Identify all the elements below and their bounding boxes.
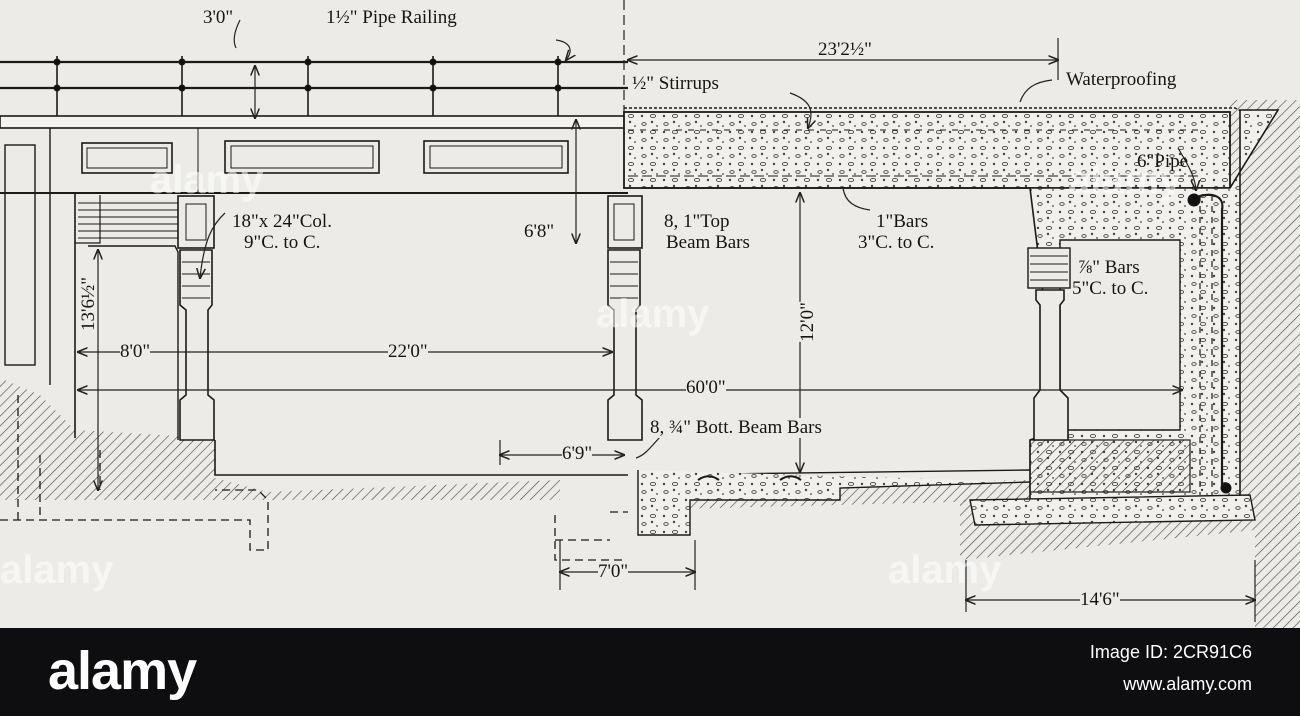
section-interior	[637, 187, 1071, 536]
slab-bars-label: 1"Bars	[876, 211, 929, 232]
wall-bars-label: ⅞" Bars	[1078, 257, 1140, 278]
dimension-60ft-label: 60'0"	[686, 377, 726, 398]
website-link[interactable]: www.alamy.com	[1123, 674, 1252, 694]
abutment-wall-section	[969, 109, 1280, 526]
watermark: alamy	[0, 548, 114, 592]
engineering-diagram	[0, 0, 1300, 628]
stirrups-label: ½" Stirrups	[632, 73, 719, 94]
span-dimension-label: 23'2½"	[818, 39, 872, 60]
dimension-lines	[78, 19, 1255, 622]
deck-slab-section	[623, 107, 1256, 189]
dimension-6ft9-label: 6'9"	[562, 443, 593, 464]
column-spacing-label: 9"C. to C.	[244, 232, 321, 253]
dimension-7ft-label: 7'0"	[598, 561, 629, 582]
pipe-railing-label: 1½" Pipe Railing	[326, 7, 457, 28]
top-beam-bars-label-2: Beam Bars	[666, 232, 750, 253]
watermark: alamy	[150, 158, 264, 202]
waterproofing-label: Waterproofing	[1066, 69, 1177, 90]
pipe-label: 6"Pipe	[1137, 151, 1189, 172]
watermark: alamy	[888, 548, 1002, 592]
bottom-beam-bars-label: 8, ¾" Bott. Beam Bars	[650, 417, 822, 438]
watermark: alamy	[1068, 158, 1182, 202]
railing-height-label: 3'0"	[203, 7, 234, 28]
dimension-22ft-label: 22'0"	[388, 341, 428, 362]
pipe-railing	[0, 56, 628, 118]
clear-height-label: 12'0"	[796, 302, 818, 342]
bridge-cross-section-drawing: alamy alamy alamy alamy alamy 3'0" 1½" P…	[0, 0, 1300, 628]
alamy-logo[interactable]: alamy	[48, 641, 197, 701]
parapet-height-label: 6'8"	[524, 221, 555, 242]
stock-footer-bar: alamy Image ID: 2CR91C6 www.alamy.com	[0, 628, 1300, 716]
wall-bars-spacing-label: 5"C. to C.	[1072, 278, 1149, 299]
dimension-14ft6-label: 14'6"	[1080, 589, 1120, 610]
top-beam-bars-label: 8, 1"Top	[664, 211, 730, 232]
ground-hatch-left	[0, 378, 560, 500]
slab-bars-spacing-label: 3"C. to C.	[858, 232, 935, 253]
column-size-label: 18"x 24"Col.	[232, 211, 332, 232]
dimension-8ft-label: 8'0"	[120, 341, 151, 362]
watermark: alamy	[596, 292, 710, 336]
image-id-text: Image ID: 2CR91C6	[1089, 642, 1252, 662]
left-height-label: 13'6½"	[77, 277, 99, 331]
